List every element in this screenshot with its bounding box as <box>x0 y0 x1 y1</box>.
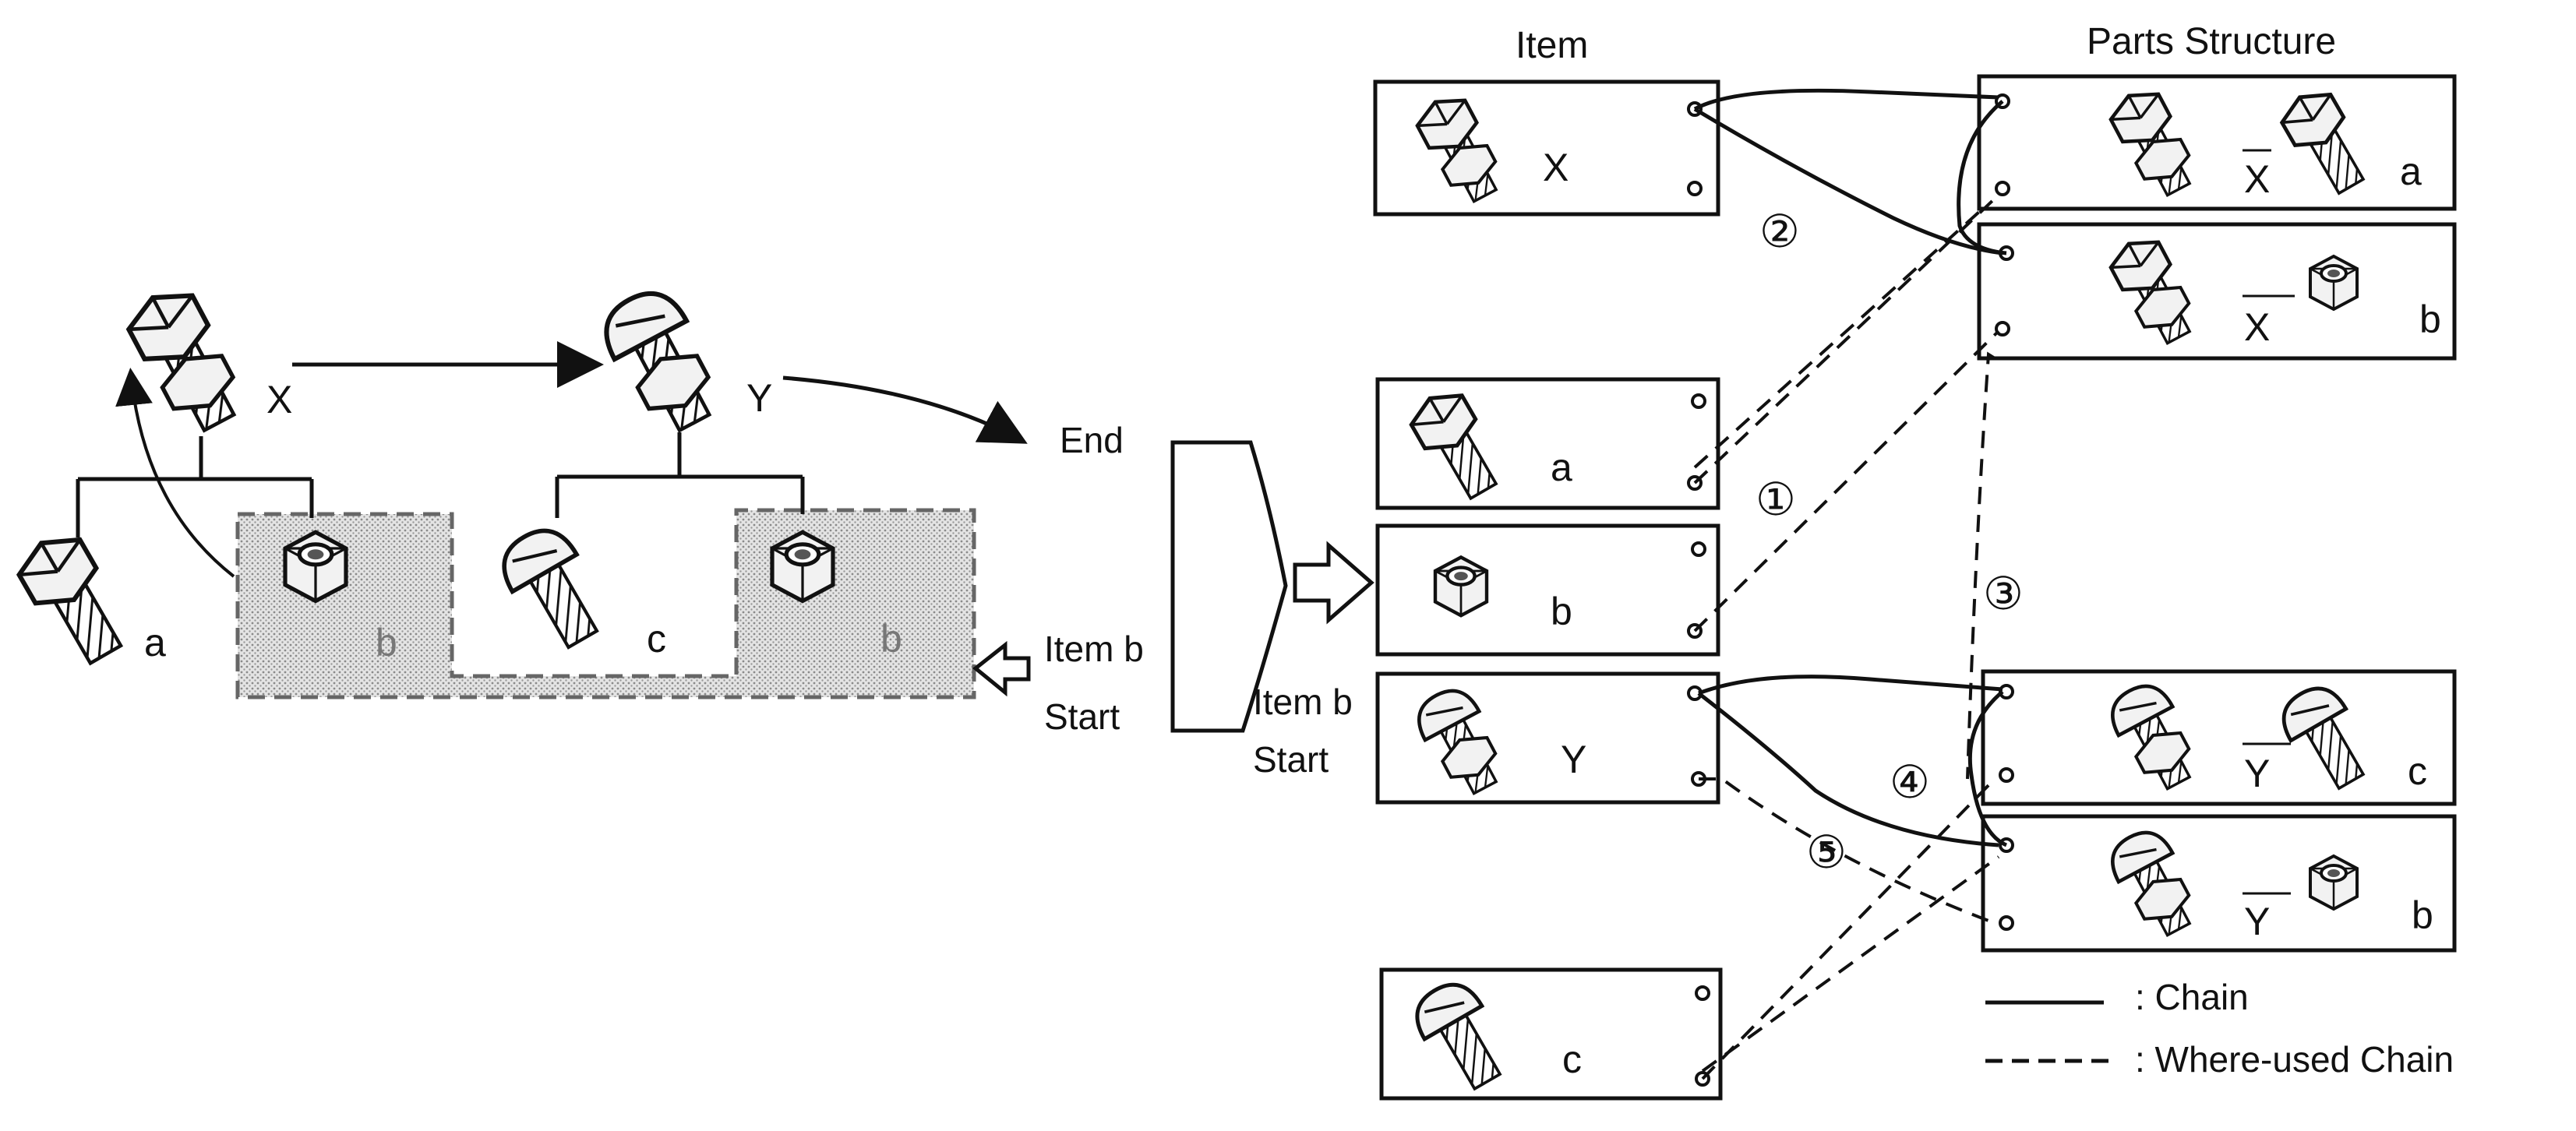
chevron-item-label: Item b <box>1253 682 1353 722</box>
chevron-arrow-icon <box>1293 541 1374 625</box>
part-b-label: b <box>376 621 397 664</box>
y-to-end-arrow <box>782 375 1028 444</box>
structure-overbars <box>2243 149 2295 895</box>
item-header: Item <box>1516 25 1589 66</box>
process-chevron <box>1170 440 1288 733</box>
parts-structure-header: Parts Structure <box>2087 21 2337 62</box>
structure-xb-parent-label: X <box>2244 305 2271 349</box>
structure-box-yc <box>1981 669 2457 806</box>
hex-nut-b2-icon <box>772 532 833 601</box>
item-a-label: a <box>1551 446 1572 489</box>
legend-where-used-label: : Where-used Chain <box>2135 1039 2454 1080</box>
legend-chain-label: : Chain <box>2135 977 2249 1017</box>
assembly-y-icon <box>593 280 730 442</box>
structure-box-xb <box>1977 222 2457 361</box>
structure-column <box>1977 74 2457 953</box>
where-used-shaded-region <box>235 508 976 699</box>
step-1-marker: ① <box>1756 473 1796 526</box>
item-column <box>1373 79 1723 1101</box>
item-box-b <box>1375 523 1720 657</box>
chevron-start-label: Start <box>1253 739 1329 780</box>
step-3-marker: ③ <box>1983 567 2024 620</box>
left-tree-figure <box>11 280 1031 699</box>
hex-bolt-a-icon <box>11 526 136 672</box>
structure-yb-parent-label: Y <box>2244 900 2271 943</box>
x-tree-lines <box>76 436 314 537</box>
start-item-label: Item b <box>1044 629 1144 669</box>
item-y-label: Y <box>1561 738 1587 781</box>
part-y-label: Y <box>746 376 773 420</box>
chain-lines <box>1693 88 2008 847</box>
structure-xa-child-label: a <box>2400 150 2422 193</box>
b-to-x-arrow <box>115 368 235 578</box>
start-arrow-icon <box>972 640 1031 697</box>
item-c-label: c <box>1562 1038 1582 1081</box>
item-x-label: X <box>1543 146 1569 189</box>
y-tree-lines <box>555 432 805 518</box>
part-c-label: c <box>647 617 666 661</box>
structure-xb-child-label: b <box>2419 298 2441 341</box>
part-a-label: a <box>144 621 166 664</box>
hex-nut-b-icon <box>285 532 346 601</box>
end-label: End <box>1060 420 1124 460</box>
item-b-label: b <box>1551 590 1572 633</box>
structure-yb-child-icon <box>2309 854 2359 911</box>
structure-xb-child-icon <box>2309 255 2359 311</box>
start-word-label: Start <box>1044 696 1120 737</box>
step-5-marker: ⑤ <box>1806 826 1847 879</box>
step-4-marker: ④ <box>1890 756 1930 809</box>
structure-yc-parent-label: Y <box>2244 752 2271 795</box>
structure-yc-child-label: c <box>2408 749 2427 793</box>
structure-xa-parent-label: X <box>2244 157 2271 201</box>
part-b2-label: b <box>880 617 902 661</box>
round-bolt-c-icon <box>492 519 615 658</box>
item-b-icon <box>1435 557 1487 615</box>
where-used-lines <box>1693 197 2000 1080</box>
part-x-label: X <box>266 378 293 421</box>
structure-box-yb <box>1981 814 2457 953</box>
assembly-x-icon <box>121 280 251 439</box>
step-2-marker: ② <box>1759 205 1800 258</box>
structure-box-xa <box>1977 74 2457 211</box>
structure-yb-child-label: b <box>2412 893 2433 937</box>
